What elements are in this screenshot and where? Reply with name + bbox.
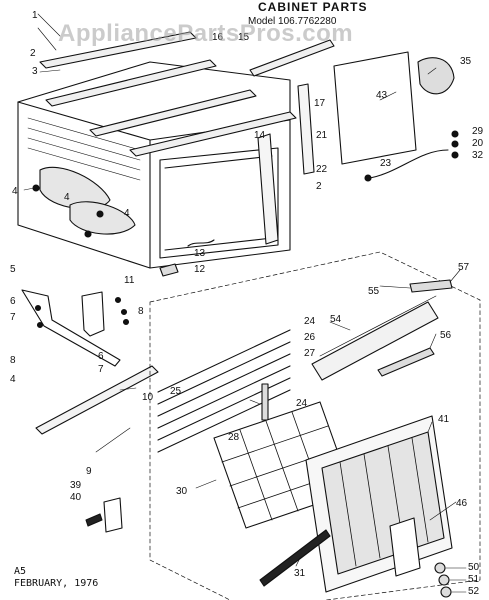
cabinet-shell [17,61,291,269]
callout-26: 26 [304,332,316,343]
callout-22: 22 [316,164,328,175]
callout-57: 57 [458,262,470,273]
support-brackets [21,289,130,367]
callout-46: 46 [456,498,468,509]
bracket-12 [159,263,179,277]
callout-40: 40 [70,492,82,503]
vertical-strip [297,83,315,175]
callout-25: 25 [170,386,182,397]
side-strip [257,133,279,245]
callout-4: 4 [64,192,70,203]
callout-28: 28 [228,432,240,443]
callout-7b: 7 [98,364,104,375]
callout-24: 24 [304,316,316,327]
knob-plate [417,57,455,95]
front-assembly-outline [149,251,481,600]
callout-31: 31 [294,568,306,579]
rail-10 [35,365,159,435]
knob-51 [438,574,450,586]
trim-strip [259,529,331,587]
callout-32: 32 [472,150,484,161]
callout-23: 23 [380,158,392,169]
access-door [389,517,421,577]
footer-code: A5 [14,566,27,577]
louver-slats [157,329,291,453]
callout-3: 3 [32,66,38,77]
callout-30: 30 [176,486,188,497]
callout-9: 9 [86,466,92,477]
knob-52 [440,586,452,598]
callout-29: 29 [472,126,484,137]
panel-43 [333,51,417,165]
callout-8: 8 [10,355,16,366]
footer-date: FEBRUARY, 1976 [14,578,99,589]
knob-50 [434,562,446,574]
callout-43: 43 [376,90,388,101]
callout-4c: 4 [12,186,18,197]
callout-55: 55 [368,286,380,297]
callout-15: 15 [238,32,250,43]
callout-10: 10 [142,392,154,403]
callout-2: 2 [30,48,36,59]
top-rails [39,31,335,157]
callout-41: 41 [438,414,450,425]
callout-51: 51 [468,574,480,585]
callout-11: 11 [124,275,135,286]
bracket-39 [103,497,123,533]
louver-assembly [311,279,453,381]
callout-54: 54 [330,314,342,325]
callout-20: 20 [472,138,484,149]
callout-17: 17 [314,98,326,109]
callout-4d: 4 [10,374,16,385]
callout-39: 39 [70,480,82,491]
callout-56: 56 [440,330,452,341]
diagram-title: CABINET PARTS [258,0,368,14]
callout-8b: 8 [138,306,144,317]
callout-27: 27 [304,348,316,359]
callout-21: 21 [316,130,328,141]
power-cord [369,149,449,179]
callout-2b: 2 [316,181,322,192]
callout-52: 52 [468,586,480,597]
callout-12: 12 [194,264,206,275]
clip-40 [85,513,103,527]
callout-50: 50 [468,562,480,573]
callout-35: 35 [460,56,472,67]
callout-5: 5 [10,264,16,275]
callout-4b: 4 [124,208,130,219]
clip-13 [187,239,215,247]
callout-13: 13 [194,248,206,259]
callout-7: 7 [10,312,16,323]
callout-6: 6 [10,296,16,307]
callout-6b: 6 [98,351,104,362]
callout-14: 14 [254,130,266,141]
model-number: Model 106.7762280 [248,16,337,27]
leader-lines [23,13,467,593]
callout-1: 1 [32,10,38,21]
callout-24b: 24 [296,398,308,409]
callout-16: 16 [212,32,224,43]
callout-labels: 1 2 3 4 4 4 5 6 7 8 4 6 7 8 11 12 13 14 … [10,10,484,597]
